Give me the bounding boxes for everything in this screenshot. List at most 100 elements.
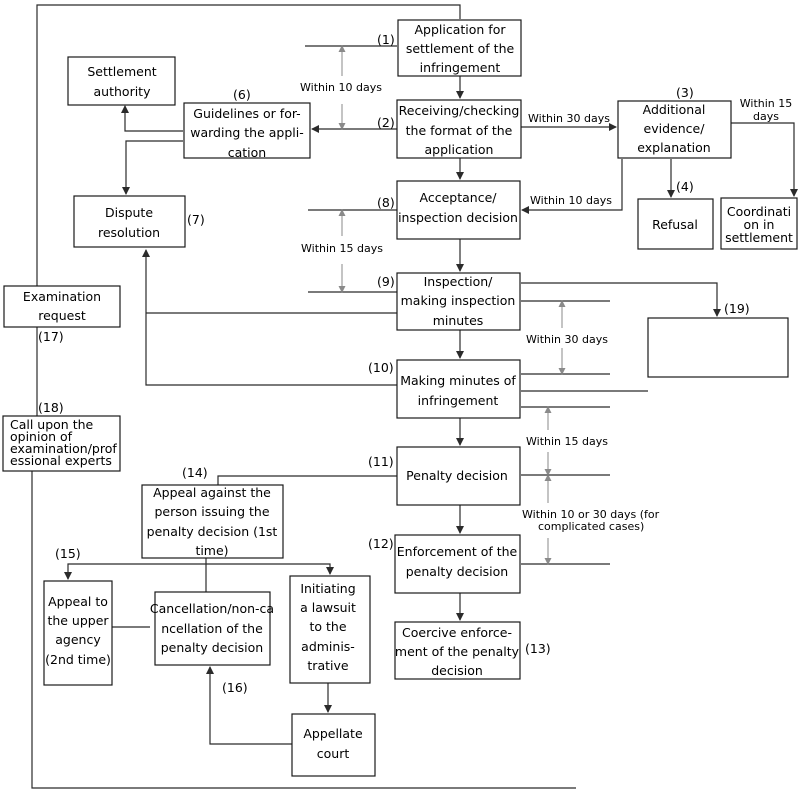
box-settlement-authority: Settlement authority [67,56,176,106]
box-receiving-line3: application [425,142,494,157]
box-minutes-line1: Making minutes of [400,373,516,388]
box-experts-line1: Call upon the [10,417,94,432]
box-minutes-line2: infringement [418,393,499,408]
box-lawsuit: Initiating a lawsuit to the adminis- tra… [289,575,371,684]
box-appeal2-line1: Appeal to [48,594,108,609]
box-refusal: Refusal [637,198,714,250]
label-number-16: (16) [222,680,248,695]
annotation-within-15-days-mid: Within 15 days [526,435,608,448]
box-coordination-line1: Coordinati [727,204,791,219]
box-coercive-line1: Coercive enforce- [402,625,512,640]
box-penalty-decision: Penalty decision [396,446,521,506]
annotation-within-15-days-right-line1: Within 15 [740,97,793,110]
label-number-17: (17) [38,329,64,344]
box-coercive-line3: decision [431,663,483,678]
box-settlement-authority-line2: authority [94,84,152,99]
box-application-line3: infringement [420,60,501,75]
box-application-line2: settlement of the [406,41,515,56]
box-appeal1-line1: Appeal against the [153,485,271,500]
annotation-within-10-30-days-line2: complicated cases) [538,520,644,533]
box-making-minutes: Making minutes of infringement [396,359,521,419]
box-inspection-line2: making inspection [401,293,516,308]
box-inspection-line1: Inspection/ [424,274,494,289]
box-appeal1-line4: time) [195,543,228,558]
box-additional-line1: Additional [643,102,706,117]
box-additional-line2: evidence/ [644,121,706,136]
box-experts-line3: examination/prof [10,441,117,456]
label-number-1: (1) [377,32,395,47]
label-number-7: (7) [187,212,205,227]
label-number-4: (4) [676,179,694,194]
box-acceptance-line2: inspection decision [398,210,518,225]
box-examination-line2: request [38,308,86,323]
box-cancellation: Cancellation/non-ca ncellation of the pe… [150,591,274,666]
annotation-within-10-days-accept: Within 10 days [530,194,612,207]
box-examination-request: Examination request [3,285,121,328]
box-enforcement: Enforcement of the penalty decision [394,534,521,594]
box-experts-line2: opinion of [10,429,73,444]
label-number-13: (13) [525,641,551,656]
box-application-line1: Application for [414,22,506,37]
box-experts-line4: essional experts [10,453,112,468]
box-appeal1-line3: penalty decision (1st [147,524,278,539]
box-inspection: Inspection/ making inspection minutes [396,272,521,331]
box-cancellation-line1: Cancellation/non-ca [150,601,274,616]
box-appeal2-line2: the upper [47,613,109,628]
label-number-12: (12) [368,536,394,551]
box-coordination: Coordinati on in settlement [720,197,798,250]
box-appeal2-line4: (2nd time) [45,652,111,667]
label-number-14: (14) [182,465,208,480]
box-dispute-line2: resolution [98,225,160,240]
box-penalty-line1: Penalty decision [406,468,508,483]
label-number-6: (6) [233,87,251,102]
box-appeal1-line2: person issuing the [154,504,269,519]
label-number-3: (3) [676,85,694,100]
label-number-10: (10) [368,360,394,375]
box-guidelines-line1: Guidelines or for- [193,106,300,121]
box-appeal-second: Appeal to the upper agency (2nd time) [43,580,113,686]
box-inspection-line3: minutes [433,313,484,328]
label-number-11: (11) [368,454,394,469]
box-dispute-resolution: Dispute resolution [73,195,186,248]
box-cancellation-line2: ncellation of the [161,621,263,636]
label-number-8: (8) [377,195,395,210]
box-acceptance-line1: Acceptance/ [420,190,498,205]
box-cancellation-line3: penalty decision [161,640,263,655]
box-enforcement-line1: Enforcement of the [397,544,518,559]
box-lawsuit-line1: Initiating [300,581,355,596]
time-guides [338,45,566,565]
box-acceptance: Acceptance/ inspection decision [396,180,521,240]
box-coercive-enforcement: Coercive enforce- ment of the penalty de… [394,621,521,680]
label-number-19: (19) [724,301,750,316]
box-19 [647,317,789,378]
box-appellate-court: Appellate court [291,713,376,777]
box-additional-evidence: Additional evidence/ explanation [617,100,732,159]
annotation-within-10-days-top: Within 10 days [300,81,382,94]
annotation-within-30-days-top: Within 30 days [528,112,610,125]
box-coordination-line3: settlement [725,230,793,245]
box-experts: Call upon the opinion of examination/pro… [2,415,121,472]
box-appellate-line2: court [317,746,350,761]
box-lawsuit-line5: trative [307,658,348,673]
label-number-9: (9) [377,274,395,289]
label-number-15: (15) [55,546,81,561]
box-lawsuit-line2: a lawsuit [300,600,356,615]
box-guidelines-line3: cation [228,145,266,160]
box-refusal-line1: Refusal [652,217,698,232]
box-appeal-first: Appeal against the person issuing the pe… [141,484,284,559]
box-coordination-line2: on in [744,217,775,232]
box-lawsuit-line3: to the [309,619,346,634]
box-enforcement-line2: penalty decision [406,564,508,579]
label-number-2: (2) [377,115,395,130]
box-application: Application for settlement of the infrin… [397,19,522,77]
box-appeal2-line3: agency [55,632,101,647]
annotation-within-30-days-mid: Within 30 days [526,333,608,346]
box-lawsuit-line4: adminis- [301,639,355,654]
box-receiving-line2: the format of the [406,123,513,138]
connector-lines [31,4,798,789]
time-annotations: Within 10 days Within 30 days Within 15 … [300,81,792,533]
box-settlement-authority-line1: Settlement [87,64,156,79]
box-additional-line3: explanation [637,140,710,155]
annotation-within-10-30-days-line1: Within 10 or 30 days (for [522,508,660,521]
